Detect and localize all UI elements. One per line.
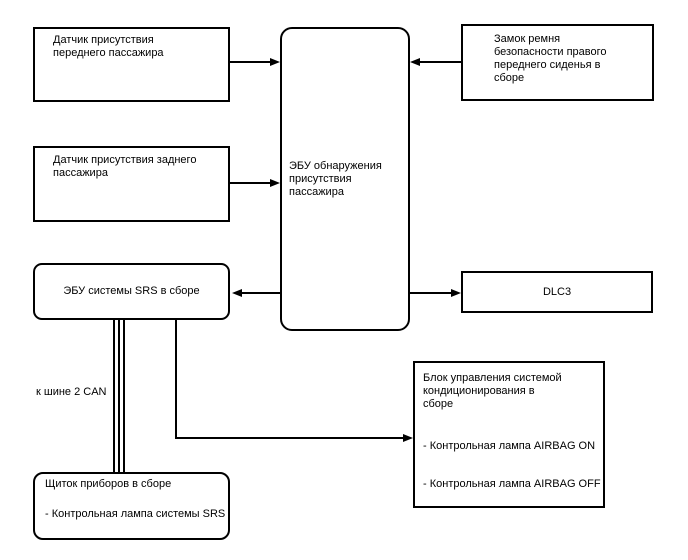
can-bus-line-3 <box>123 320 125 472</box>
box-rear-passenger-sensor-label-line2: пассажира <box>53 167 108 179</box>
ac-control-unit-item-airbag-on-lamp: - Контрольная лампа AIRBAG ON <box>423 440 596 452</box>
box-srs-ecu-label: ЭБУ системы SRS в сборе <box>63 285 200 297</box>
box-ac-control-unit-label-line3: сборе <box>423 398 454 410</box>
instrument-cluster-item-srs-lamp: - Контрольная лампа системы SRS <box>45 508 226 520</box>
ac-control-unit-item-airbag-off-lamp: - Контрольная лампа AIRBAG OFF <box>423 478 601 490</box>
arrowhead-ecu-to-srs <box>232 289 242 297</box>
box-dlc3: DLC3 <box>461 271 653 313</box>
can-bus-label: к шине 2 CAN <box>36 386 107 398</box>
box-front-passenger-sensor-label-line2: переднего пассажира <box>53 47 164 59</box>
box-srs-ecu: ЭБУ системы SRS в сборе <box>33 263 230 320</box>
box-occupant-detection-ecu-label-line2: присутствия <box>289 172 352 185</box>
box-occupant-detection-ecu-label-line1: ЭБУ обнаружения <box>289 159 382 172</box>
box-ac-control-unit: Блок управления системой кондиционирован… <box>413 361 605 508</box>
can-bus-line-1 <box>113 320 115 472</box>
can-bus-line-2 <box>118 320 120 472</box>
connector-rear-sensor-to-ecu <box>230 182 270 184</box>
arrowhead-front-sensor-to-ecu <box>270 58 280 66</box>
connector-belt-buckle-to-ecu <box>420 61 461 63</box>
box-occupant-detection-ecu: ЭБУ обнаружения присутствия пассажира <box>280 27 410 331</box>
box-rear-passenger-sensor: Датчик присутствия заднего пассажира <box>33 146 230 222</box>
box-occupant-detection-ecu-label-line3: пассажира <box>289 185 344 198</box>
connector-srs-to-ac-horizontal <box>175 437 403 439</box>
connector-front-sensor-to-ecu <box>230 61 270 63</box>
box-seat-belt-buckle-label-line2: безопасности правого <box>494 46 607 58</box>
arrowhead-rear-sensor-to-ecu <box>270 179 280 187</box>
arrowhead-ecu-to-dlc3 <box>451 289 461 297</box>
box-ac-control-unit-label-line1: Блок управления системой <box>423 372 562 384</box>
box-seat-belt-buckle-label-line3: переднего сиденья в <box>494 59 601 71</box>
box-dlc3-label: DLC3 <box>542 285 572 298</box>
box-instrument-cluster-label: Щиток приборов в сборе <box>45 478 172 490</box>
arrowhead-srs-to-ac <box>403 434 413 442</box>
box-seat-belt-buckle: Замок ремня безопасности правого передне… <box>461 24 654 101</box>
connector-ecu-to-srs <box>242 292 280 294</box>
box-front-passenger-sensor: Датчик присутствия переднего пассажира <box>33 27 230 102</box>
box-rear-passenger-sensor-label-line1: Датчик присутствия заднего <box>53 154 197 166</box>
box-seat-belt-buckle-label-line4: сборе <box>494 72 525 84</box>
box-seat-belt-buckle-label-line1: Замок ремня <box>494 33 561 45</box>
arrowhead-belt-buckle-to-ecu <box>410 58 420 66</box>
box-instrument-cluster: Щиток приборов в сборе - Контрольная лам… <box>33 472 230 540</box>
connector-srs-to-ac-vertical <box>175 320 177 438</box>
box-front-passenger-sensor-label-line1: Датчик присутствия <box>53 34 154 46</box>
connector-ecu-to-dlc3 <box>410 292 451 294</box>
box-ac-control-unit-label-line2: кондиционирования в <box>423 385 535 397</box>
